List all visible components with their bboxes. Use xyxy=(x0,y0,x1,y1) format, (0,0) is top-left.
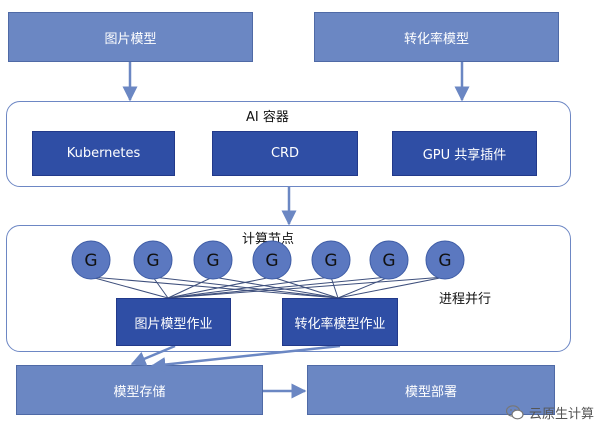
gpu-node: G xyxy=(133,240,173,280)
conversion-model-job-box: 转化率模型作业 xyxy=(282,298,398,346)
gpu-job-line xyxy=(167,276,332,299)
gpu-node-label: G xyxy=(438,251,451,271)
gpu-node-circle xyxy=(425,240,465,280)
gpu-node: G xyxy=(369,240,409,280)
gpu-node: G xyxy=(71,240,111,280)
crd-label: CRD xyxy=(270,146,300,161)
gpu-node-circle xyxy=(133,240,173,280)
model-deploy-label: 模型部署 xyxy=(404,384,457,400)
watermark-text: 云原生计算 xyxy=(528,407,594,422)
gpu-node-circle xyxy=(193,240,233,280)
conversion-model-job-label: 转化率模型作业 xyxy=(294,316,386,332)
gpu-node-label: G xyxy=(146,251,159,271)
gpu-share-plugin-label: GPU 共享插件 xyxy=(422,148,507,163)
image-model-job-label: 图片模型作业 xyxy=(134,316,213,332)
gpu-node-label: G xyxy=(84,251,97,271)
kubernetes-label: Kubernetes xyxy=(66,146,141,161)
arrow-image-job-to-storage xyxy=(130,344,176,366)
image-model-box: 图片模型 xyxy=(8,12,253,62)
kubernetes-box: Kubernetes xyxy=(32,131,175,176)
gpu-node-circle xyxy=(71,240,111,280)
gpu-to-job-lines xyxy=(90,276,446,299)
conversion-model-box: 转化率模型 xyxy=(314,12,559,62)
image-model-job-box: 图片模型作业 xyxy=(116,298,231,346)
gpu-job-line xyxy=(152,276,339,299)
gpu-node-circle xyxy=(311,240,351,280)
ai-container-title: AI 容器 xyxy=(246,110,289,125)
gpu-job-line xyxy=(330,276,339,299)
gpu-job-line xyxy=(167,276,273,299)
gpu-node-label: G xyxy=(265,251,278,271)
gpu-node-circle xyxy=(369,240,409,280)
watermark: 云原生计算 xyxy=(505,403,594,422)
arrow-conversion-job-to-storage xyxy=(150,344,341,373)
gpu-share-plugin-box: GPU 共享插件 xyxy=(392,131,537,176)
gpu-node: G xyxy=(311,240,351,280)
gpu-job-line xyxy=(152,276,169,299)
gpu-job-line xyxy=(167,276,390,299)
gpu-job-line xyxy=(337,276,390,299)
gpu-node: G xyxy=(193,240,233,280)
gpu-job-line xyxy=(167,276,446,299)
gpu-job-line xyxy=(167,276,214,299)
model-deploy-box: 模型部署 xyxy=(307,365,555,415)
model-storage-label: 模型存储 xyxy=(113,384,166,400)
gpu-node-label: G xyxy=(324,251,337,271)
crd-box: CRD xyxy=(212,131,358,176)
gpu-job-line xyxy=(90,276,339,299)
gpu-node: G xyxy=(425,240,465,280)
gpu-node-circle xyxy=(252,240,292,280)
gpu-node-label: G xyxy=(206,251,219,271)
gpu-job-line xyxy=(90,276,169,299)
gpu-node-label: G xyxy=(382,251,395,271)
gpu-node: G xyxy=(252,240,292,280)
gpu-job-line xyxy=(337,276,446,299)
image-model-label: 图片模型 xyxy=(104,31,157,47)
process-parallel-label: 进程并行 xyxy=(439,292,492,307)
wechat-icon xyxy=(505,405,524,420)
conversion-model-label: 转化率模型 xyxy=(403,31,469,47)
